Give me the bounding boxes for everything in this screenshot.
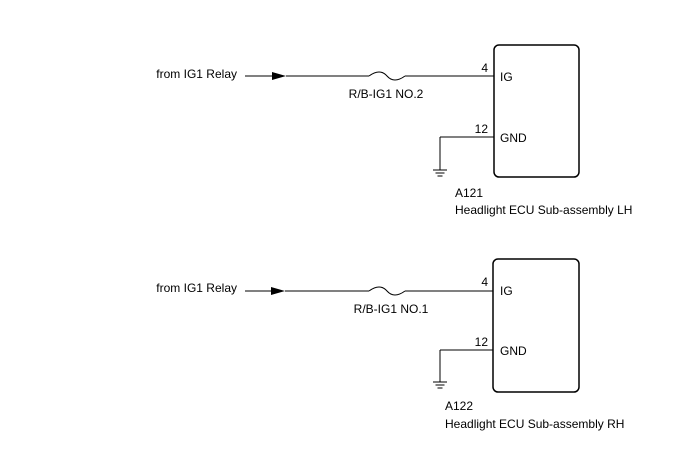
pin-number-ig: 4	[481, 275, 488, 289]
pin-number-ig: 4	[481, 61, 488, 75]
ground-icon	[433, 381, 447, 389]
signal-arrow-icon	[271, 287, 285, 295]
pin-number-gnd: 12	[475, 122, 489, 136]
fuse-label: R/B-IG1 NO.1	[354, 302, 429, 316]
ground-icon	[433, 169, 447, 177]
source-label: from IG1 Relay	[156, 281, 237, 295]
ecu-box	[492, 258, 580, 393]
pin-name-ig: IG	[500, 70, 513, 84]
circuit-rh: from IG1 Relay R/B-IG1 NO.1 4 12 IG GND …	[156, 258, 624, 431]
component-name: Headlight ECU Sub-assembly RH	[445, 417, 624, 431]
fuse-label: R/B-IG1 NO.2	[349, 87, 424, 101]
fuse-symbol	[368, 71, 406, 81]
pin-name-gnd: GND	[500, 131, 527, 145]
pin-number-gnd: 12	[475, 335, 489, 349]
signal-arrow-icon	[272, 72, 286, 80]
connector-id: A121	[455, 186, 483, 200]
ecu-box	[493, 44, 580, 178]
connector-id: A122	[445, 399, 473, 413]
component-name: Headlight ECU Sub-assembly LH	[455, 203, 632, 217]
fuse-symbol	[368, 286, 406, 296]
pin-name-gnd: GND	[500, 344, 527, 358]
pin-name-ig: IG	[500, 284, 513, 298]
circuit-lh: from IG1 Relay R/B-IG1 NO.2 4 12 IG GND …	[156, 44, 632, 217]
source-label: from IG1 Relay	[156, 67, 237, 81]
